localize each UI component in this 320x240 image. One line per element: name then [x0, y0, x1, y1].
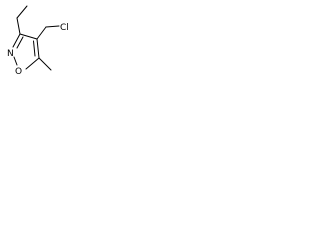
atom-chlorine-label: Cl [60, 23, 69, 33]
bond-c3-n-double-2 [16, 36, 24, 49]
bond-c4-ch2 [36, 26, 47, 40]
atom-oxygen-label: O [15, 67, 22, 77]
bond-ch2-cl [45, 25, 60, 28]
bond-c5-c4-double-1 [36, 38, 40, 59]
bond-c5-c4-double-2 [33, 40, 36, 57]
bond-c3-n-double-1 [12, 33, 21, 48]
bond-c5-methyl [38, 57, 52, 71]
structural-formula: N O Cl [7, 5, 69, 77]
bond-ethyl-ch2-c3 [16, 17, 21, 35]
bond-n-o [13, 56, 18, 66]
atom-nitrogen-label: N [7, 49, 14, 59]
bond-o-c5 [25, 57, 40, 70]
bond-ethyl-ch3-ch2 [16, 5, 28, 19]
bond-c4-c3 [19, 33, 38, 40]
